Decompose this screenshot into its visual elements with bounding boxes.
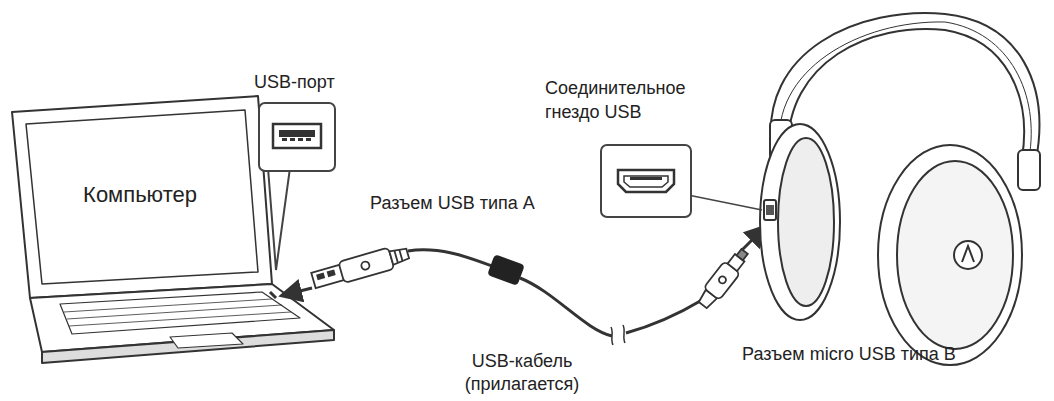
- computer-screen: Компьютер: [40, 180, 240, 210]
- laptop: [12, 96, 334, 363]
- leader-line: [688, 195, 762, 210]
- usb-a-plug: [310, 243, 410, 291]
- headphones: [760, 13, 1040, 365]
- connector-label: Разъем micro USB типа B: [742, 343, 1042, 366]
- cable-label: USB-кабель (прилагается): [452, 350, 592, 397]
- part-name: USB-порт: [254, 70, 344, 94]
- micro-usb-socket-icon: [602, 146, 690, 216]
- connector-label: Разъем USB типа A: [370, 192, 600, 215]
- part-name: Соединительное гнездо USB: [545, 76, 720, 125]
- device-label: Компьютер: [40, 180, 240, 210]
- callout-frame: [600, 144, 692, 218]
- callout-tail: [268, 168, 290, 270]
- usb-cable: [408, 250, 702, 336]
- insert-arrow: [284, 288, 312, 295]
- callout-frame: [258, 102, 336, 172]
- usb-a-port-icon: [260, 104, 334, 170]
- callout-box: Соединительное гнездо USB: [545, 76, 720, 218]
- ferrite-core: [487, 254, 525, 286]
- cable-break: [611, 325, 625, 345]
- callout-box: USB-порт: [254, 70, 344, 172]
- micro-usb-plug: [695, 245, 753, 311]
